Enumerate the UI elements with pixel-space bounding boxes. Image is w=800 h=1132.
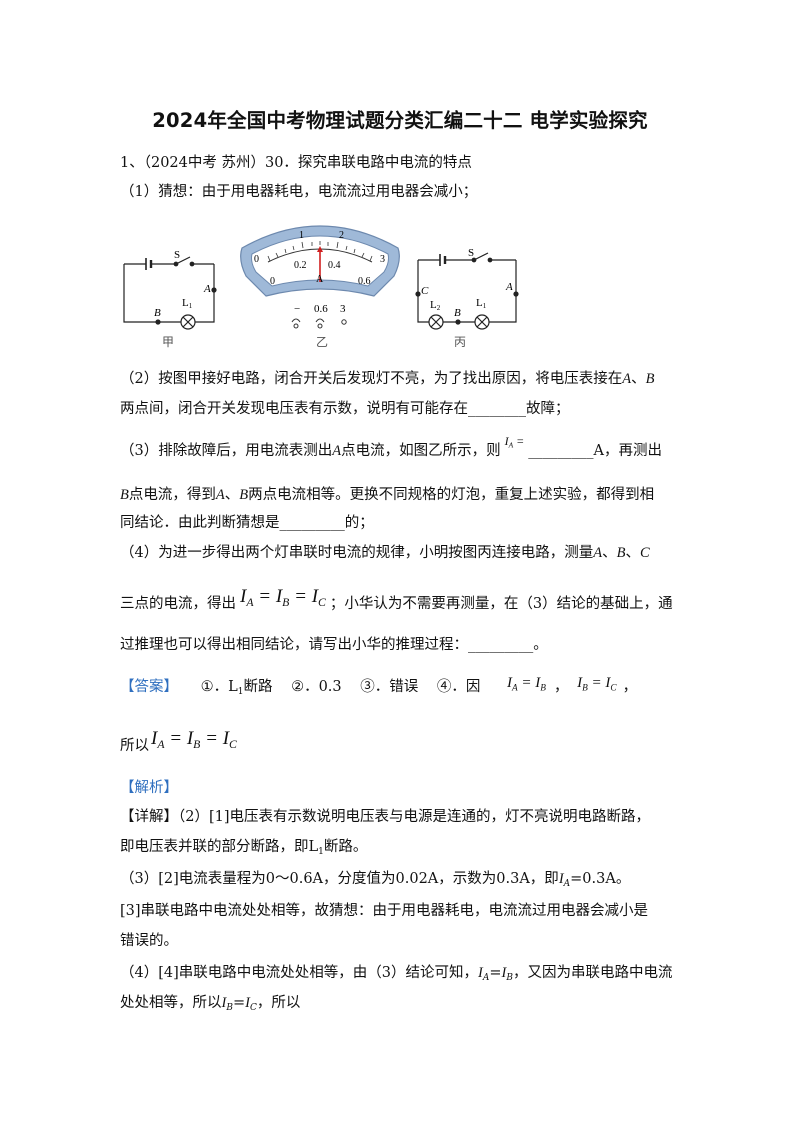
caption-bing: 丙 [454, 335, 466, 348]
detail-line-5: 错误的。 [120, 933, 178, 949]
circuit-bing [415, 252, 519, 330]
detail-line-2: 即电压表并联的部分断路，即L1断路。 [120, 839, 368, 858]
inner-scale-06: 0.6 [358, 276, 371, 287]
switch-label-bing: S [468, 247, 474, 259]
paragraph-2-line-2: 两点间，闭合开关发现电压表有示数，说明有可能存在________故障； [120, 401, 570, 417]
detail-line-1: 【详解】（2）[1]电压表有示数说明电压表与电源是连通的，灯不亮说明电路断路， [120, 809, 651, 825]
point-b-jia: B [154, 307, 161, 319]
answer-4: 因 [465, 679, 481, 695]
switch-label-jia: S [174, 249, 180, 261]
formula-ia: IA = [504, 434, 525, 450]
lamp-label-jia: L1 [182, 297, 193, 310]
caption-jia: 甲 [162, 335, 174, 348]
outer-scale-0: 0 [254, 254, 259, 265]
formula-conclusion: IA = IB = IC [151, 728, 237, 752]
paragraph-2-line-1: （2）按图甲接好电路，闭合开关后发现灯不亮，为了找出原因，将电压表接在A、B [120, 371, 655, 387]
outer-scale-1: 1 [299, 230, 304, 241]
answer-line: 【答案】 ①．L1断路 ②．0.3 ③．错误 ④．因 IA = IB， IB =… [120, 675, 638, 698]
lamp-l1-label: L1 [476, 297, 487, 310]
point-a-jia: A [203, 283, 211, 295]
answer-tag: 【答案】 [120, 679, 178, 695]
circuit-jia [123, 256, 217, 330]
paragraph-1: （1）猜想：由于用电器耗电，电流流过用电器会减小； [120, 184, 478, 200]
terminal-3: 3 [340, 303, 346, 315]
blank-1[interactable]: ________ [468, 401, 526, 417]
terminal-06: 0.6 [314, 303, 328, 315]
blank-3[interactable]: _________ [279, 515, 345, 531]
formula-ib-ic: IB = IC [577, 675, 617, 694]
paragraph-4-line-1: （4）为进一步得出两个灯串联时电流的规律，小明按图丙连接电路，测量A、B、C [120, 545, 650, 561]
blank-2[interactable]: _________ [528, 443, 594, 459]
question-intro: 1、（2024中考 苏州）30．探究串联电路中电流的特点 [120, 155, 472, 171]
formula-ia-ib: IA = IB [506, 675, 546, 694]
detail-line-7: 处处相等，所以IB=IC，所以 [120, 995, 301, 1014]
ammeter-terminals [291, 318, 347, 329]
outer-scale-3: 3 [380, 254, 385, 265]
formula-ia-ib-ic: IA = IB = IC [240, 586, 326, 610]
analysis-tag: 【解析】 [120, 780, 178, 796]
ammeter-unit: A [316, 274, 324, 285]
point-b-bing: B [454, 307, 461, 319]
circuit-figures: S A B L1 甲 0 1 2 3 0 0.2 0.4 0.6 A − [123, 225, 519, 348]
detail-line-4: [3]串联电路中电流处处相等，故猜想：由于用电器耗电，电流流过用电器会减小是 [120, 903, 649, 919]
answer-2: 0.3 [318, 679, 342, 695]
paragraph-3-line-3: 同结论．由此判断猜想是_________的； [120, 515, 374, 531]
page-title: 2024年全国中考物理试题分类汇编二十二 电学实验探究 [152, 109, 648, 132]
terminal-neg: − [294, 303, 300, 315]
caption-yi: 乙 [316, 335, 328, 348]
point-c-bing: C [421, 285, 429, 297]
answer-1: L1断路 [228, 679, 273, 698]
outer-scale-2: 2 [339, 230, 344, 241]
inner-scale-0: 0 [270, 276, 275, 287]
blank-4[interactable]: _________ [468, 637, 534, 653]
inner-scale-02: 0.2 [294, 260, 307, 271]
point-a-bing: A [505, 281, 513, 293]
ammeter [240, 225, 400, 297]
paragraph-3-line-1: （3）排除故障后，用电流表测出A点电流，如图乙所示，则IA =_________… [120, 434, 662, 459]
detail-line-6: （4）[4]串联电路中电流处处相等，由（3）结论可知，IA=IB，又因为串联电路… [120, 965, 673, 984]
answer-3: 错误 [389, 679, 419, 695]
lamp-l2-label: L2 [430, 299, 441, 312]
detail-line-3: （3）[2]电流表量程为0～0.6A，分度值为0.02A，示数为0.3A，即IA… [120, 871, 631, 890]
paragraph-3-line-2: B点电流，得到A、B两点电流相等。更换不同规格的灯泡，重复上述实验，都得到相 [120, 487, 655, 503]
paragraph-4-line-3: 过推理也可以得出相同结论，请写出小华的推理过程：_________。 [120, 637, 548, 653]
inner-scale-04: 0.4 [328, 260, 341, 271]
